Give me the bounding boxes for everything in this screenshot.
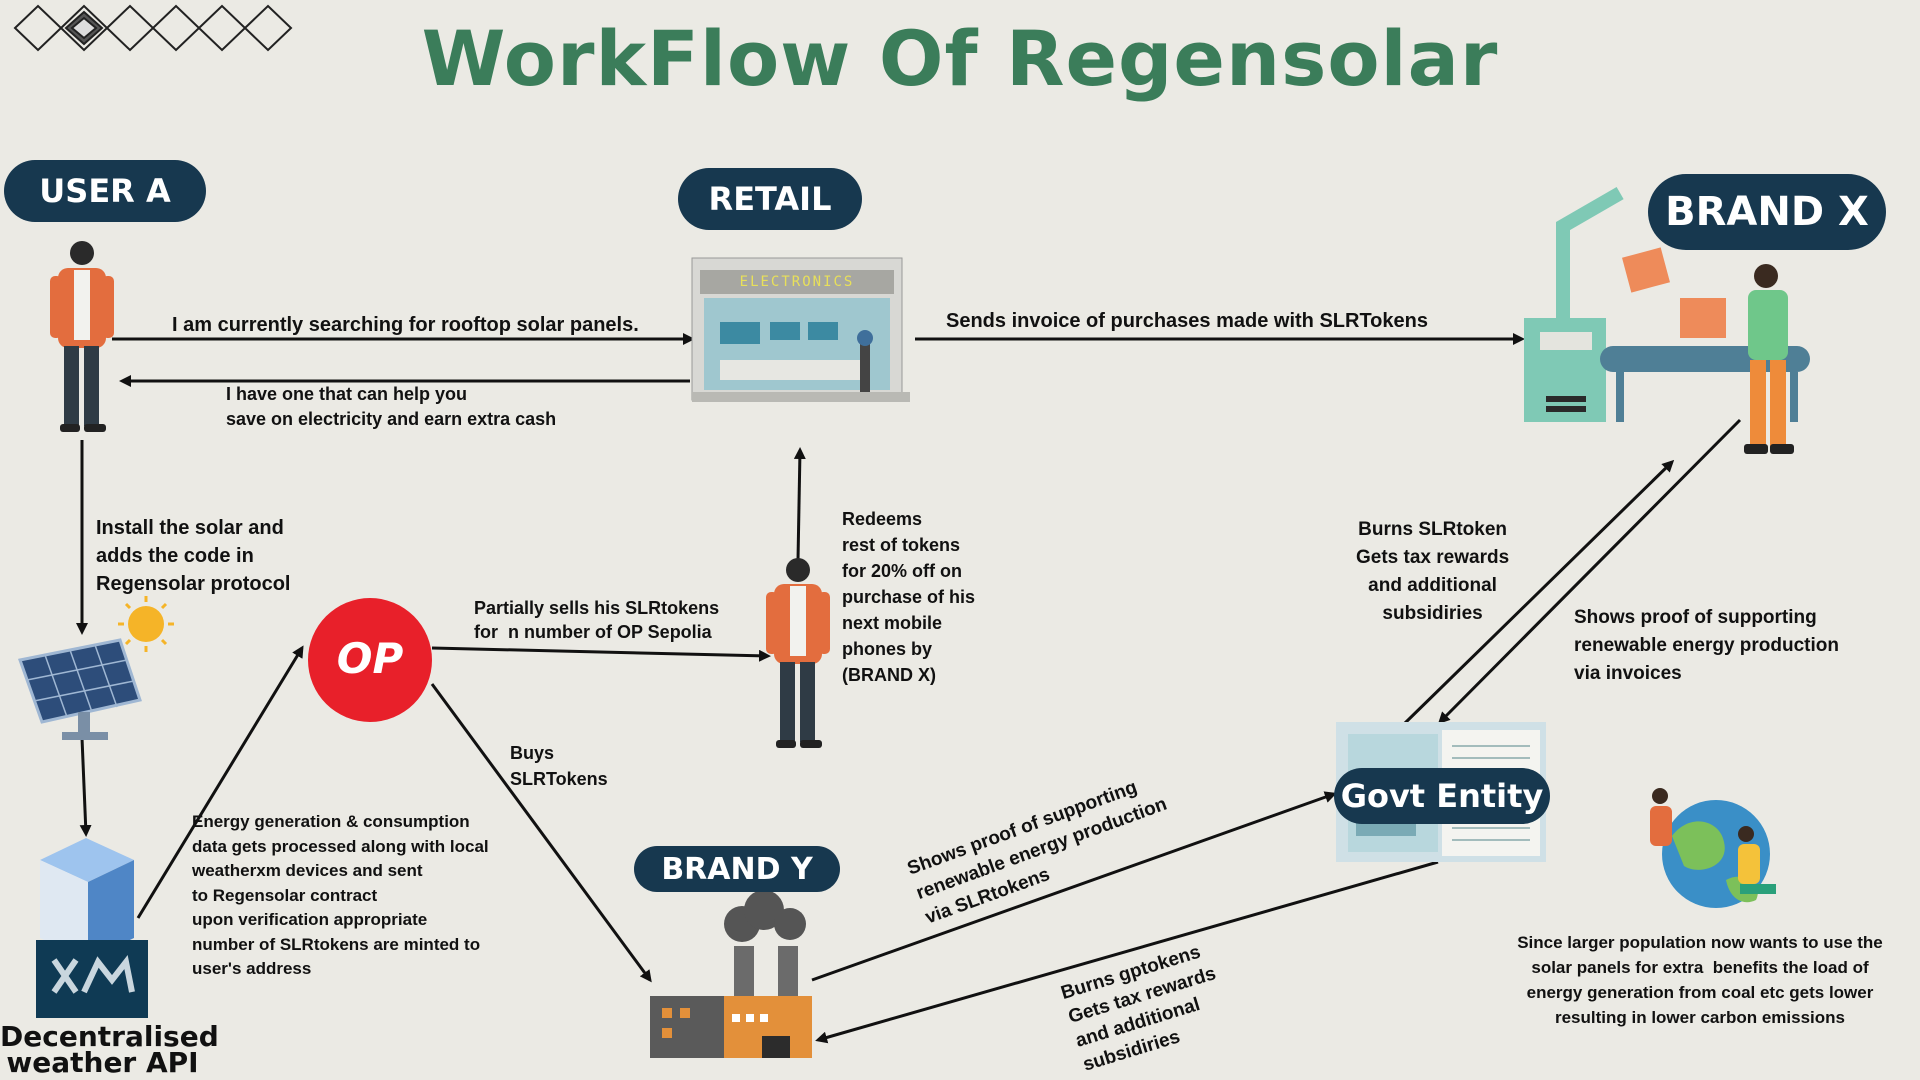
arrow-sells [431, 646, 771, 662]
user-a-figure [50, 241, 114, 432]
weather-api-label: Decentralised weather API [0, 1020, 219, 1079]
earth-people-illustration [1650, 788, 1776, 908]
label-reply: I have one that can help you save on ele… [226, 384, 557, 429]
page-title: WorkFlow Of Regensolar [421, 14, 1499, 103]
label-population: Since larger population now wants to use… [1517, 933, 1883, 1027]
node-brand-x: BRAND X [1648, 174, 1886, 250]
solar-panel-icon [18, 638, 142, 740]
label-buys: Buys SLRTokens [510, 743, 608, 789]
label-redeems: Redeems rest of tokens for 20% off on pu… [842, 509, 976, 685]
node-retail: RETAIL [678, 168, 862, 230]
label-search: I am currently searching for rooftop sol… [172, 314, 639, 336]
label-invoice: Sends invoice of purchases made with SLR… [946, 310, 1428, 332]
node-govt-entity: Govt Entity [1334, 768, 1550, 824]
op-label: OP [336, 634, 404, 683]
label-sells: Partially sells his SLRtokens for n numb… [474, 598, 720, 642]
arrow-proof-y [811, 791, 1337, 982]
label-proof-x: Shows proof of supporting renewable ener… [1574, 607, 1839, 684]
op-token-circle [308, 598, 432, 722]
label-install: Install the solar and adds the code in R… [96, 517, 291, 595]
label-energy: Energy generation & consumption data get… [192, 812, 489, 978]
arrow-burns-x [1402, 459, 1675, 726]
arrow-buys [430, 683, 652, 983]
arrow-api-to-op [136, 645, 304, 919]
store-sign: ELECTRONICS [739, 274, 855, 290]
label-burns-x: Burns SLRtoken Gets tax rewards and addi… [1356, 519, 1510, 624]
user-a-redeeming-figure [766, 558, 830, 748]
retail-store-illustration [691, 257, 910, 402]
brand-y-factory-illustration [650, 890, 812, 1058]
arrow-proof-x [1437, 418, 1742, 725]
arrow-burns-y [815, 860, 1439, 1044]
sun-icon [118, 596, 174, 652]
weather-api-server-icon [36, 838, 148, 1018]
arrow-redeem [793, 447, 806, 561]
node-brand-y: BRAND Y [634, 846, 840, 892]
arrow-panel-to-api [79, 737, 92, 837]
node-user-a: USER A [4, 160, 206, 222]
decorative-diamonds [13, 4, 293, 52]
brand-x-factory-illustration [1524, 187, 1810, 454]
